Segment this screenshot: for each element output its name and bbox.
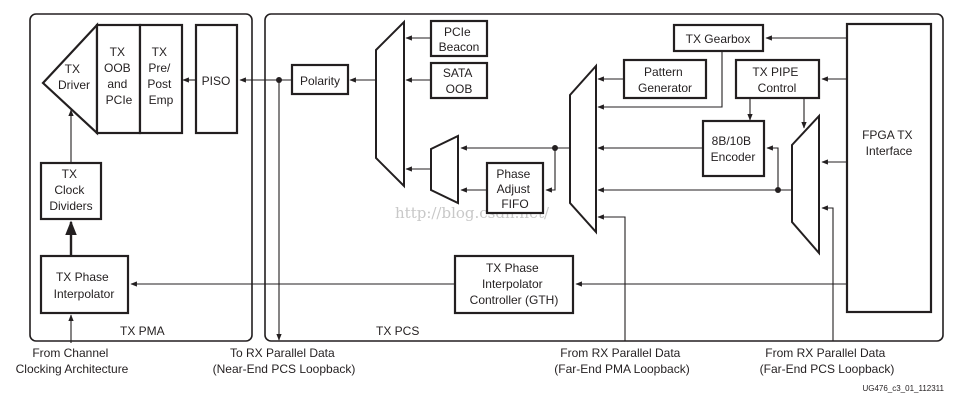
tx-pipe-control-label: TX PIPE Control [752, 65, 801, 95]
tx-pi-controller-block [453, 254, 575, 315]
phase-adjust-fifo-block [485, 161, 545, 215]
tx-pi-controller-label: TX Phase Interpolator Controller (GTH) [470, 261, 559, 307]
output-mux [375, 19, 405, 189]
tx-phase-interpolator-block [39, 254, 130, 315]
to-fifo-wire [545, 148, 556, 193]
tx-clock-dividers-label: TX Clock Dividers [49, 167, 92, 213]
tx-pre-post-emp-block [138, 23, 184, 135]
near-end-pcs-loopback-label: To RX Parallel Data (Near-End PCS Loopba… [213, 346, 356, 376]
tx-pcs-region [264, 13, 944, 342]
far-end-pcs-loopback-label: From RX Parallel Data (Far-End PCS Loopb… [760, 346, 895, 376]
tx-pcs-label: TX PCS [376, 324, 419, 338]
tx-pipe-control-block [734, 58, 821, 100]
tx-pma-label: TX PMA [120, 324, 165, 338]
tx-driver-label: TX Driver [58, 62, 90, 92]
piso-block [194, 23, 239, 135]
from-channel-clocking-label: From Channel Clocking Architecture [16, 346, 129, 376]
far-end-pcs-loopback-wire [821, 205, 834, 341]
piso-label: PISO [202, 74, 231, 88]
pcie-beacon-label: PCIe Beacon [439, 25, 480, 54]
input-mux [791, 113, 820, 256]
tx-gearbox-block [672, 23, 765, 53]
sata-oob-label: SATA OOB [443, 66, 475, 96]
to-encoder-wire [766, 145, 779, 190]
pcie-beacon-block [429, 19, 489, 58]
far-end-pma-loopback-label: From RX Parallel Data (Far-End PMA Loopb… [554, 346, 689, 376]
tx-gearbox-label: TX Gearbox [686, 32, 751, 46]
figure-id: UG476_c3_01_112311 [862, 384, 944, 393]
8b10b-encoder-label: 8B/10B Encoder [711, 134, 756, 164]
fpga-tx-interface-block [845, 22, 933, 314]
pattern-generator-block [622, 58, 708, 100]
polarity-block [290, 63, 350, 96]
tx-pma-region [29, 13, 253, 342]
fifo-bypass-mux [430, 134, 459, 205]
tx-oob-pcie-label: TX OOB and PCIe [104, 45, 134, 107]
middle-mux [569, 63, 597, 235]
fpga-tx-interface-label: FPGA TX Interface [862, 128, 916, 158]
phase-adjust-fifo-label: Phase Adjust FIFO [496, 167, 533, 211]
polarity-label: Polarity [300, 74, 340, 88]
tx-clock-dividers-block [39, 161, 103, 221]
pattern-generator-label: Pattern Generator [638, 65, 692, 95]
gearbox-to-mux-wire [597, 51, 723, 110]
tx-phase-interpolator-label: TX Phase Interpolator [54, 270, 115, 301]
tx-pre-post-emp-label: TX Pre/ Post Emp [147, 45, 174, 107]
8b10b-encoder-block [701, 119, 766, 178]
far-end-pma-loopback-wire [597, 214, 626, 341]
